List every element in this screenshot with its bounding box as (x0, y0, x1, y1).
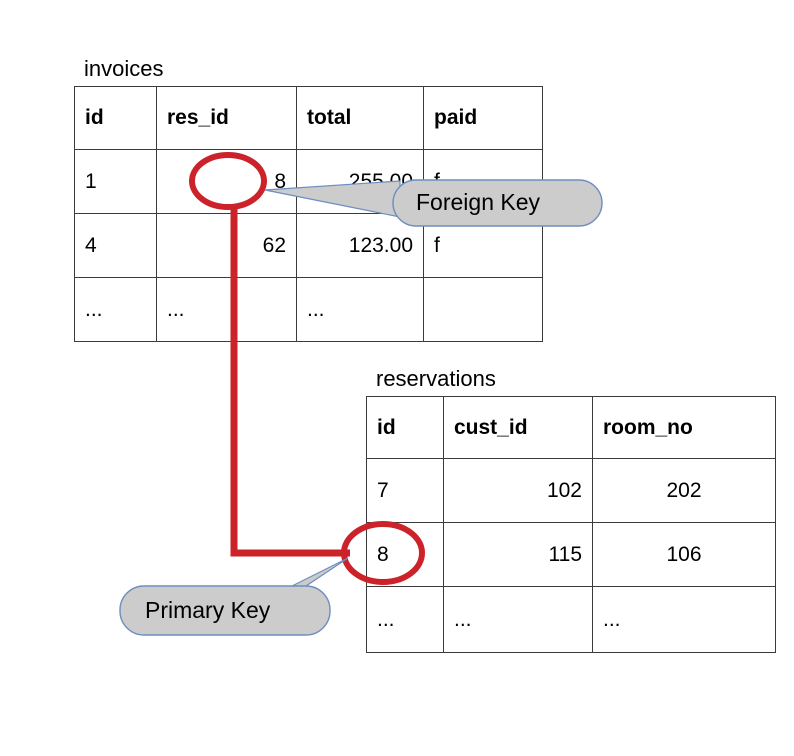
primary-key-callout-label: Primary Key (145, 597, 271, 623)
table-row-ellipsis: ... ... ... (74, 277, 543, 342)
table-invoices: id res_id total paid 1 8 255.00 f 4 62 1… (74, 86, 543, 342)
column-header-id: id (74, 86, 157, 150)
cell-cust-id: 102 (443, 458, 593, 523)
foreign-key-callout-bubble (392, 179, 603, 227)
table-title-reservations: reservations (376, 366, 496, 391)
table-row-ellipsis: ... ... ... (366, 586, 776, 653)
table-row: 8 115 106 (366, 522, 776, 587)
table-reservations: id cust_id room_no 7 102 202 8 115 106 .… (366, 396, 776, 653)
cell-res-id: ... (156, 277, 297, 342)
cell-room-no: ... (592, 586, 776, 653)
column-header-paid: paid (423, 86, 543, 150)
cell-id: ... (74, 277, 157, 342)
cell-room-no: 202 (592, 458, 776, 523)
foreign-key-callout-label: Foreign Key (416, 189, 541, 215)
cell-res-id: 8 (156, 149, 297, 214)
column-header-room-no: room_no (592, 396, 776, 459)
table-header-row: id res_id total paid (74, 86, 543, 150)
cell-room-no: 106 (592, 522, 776, 587)
cell-total: ... (296, 277, 424, 342)
cell-cust-id: 115 (443, 522, 593, 587)
cell-id: 8 (366, 522, 444, 587)
cell-cust-id: ... (443, 586, 593, 653)
cell-id: ... (366, 586, 444, 653)
cell-res-id: 62 (156, 213, 297, 278)
column-header-cust-id: cust_id (443, 396, 593, 459)
column-header-res-id: res_id (156, 86, 297, 150)
column-header-total: total (296, 86, 424, 150)
cell-paid (423, 277, 543, 342)
column-header-id: id (366, 396, 444, 459)
cell-id: 4 (74, 213, 157, 278)
cell-id: 1 (74, 149, 157, 214)
cell-id: 7 (366, 458, 444, 523)
table-title-invoices: invoices (84, 56, 164, 81)
table-header-row: id cust_id room_no (366, 396, 776, 459)
primary-key-callout-bubble (119, 585, 331, 636)
table-row: 7 102 202 (366, 458, 776, 523)
